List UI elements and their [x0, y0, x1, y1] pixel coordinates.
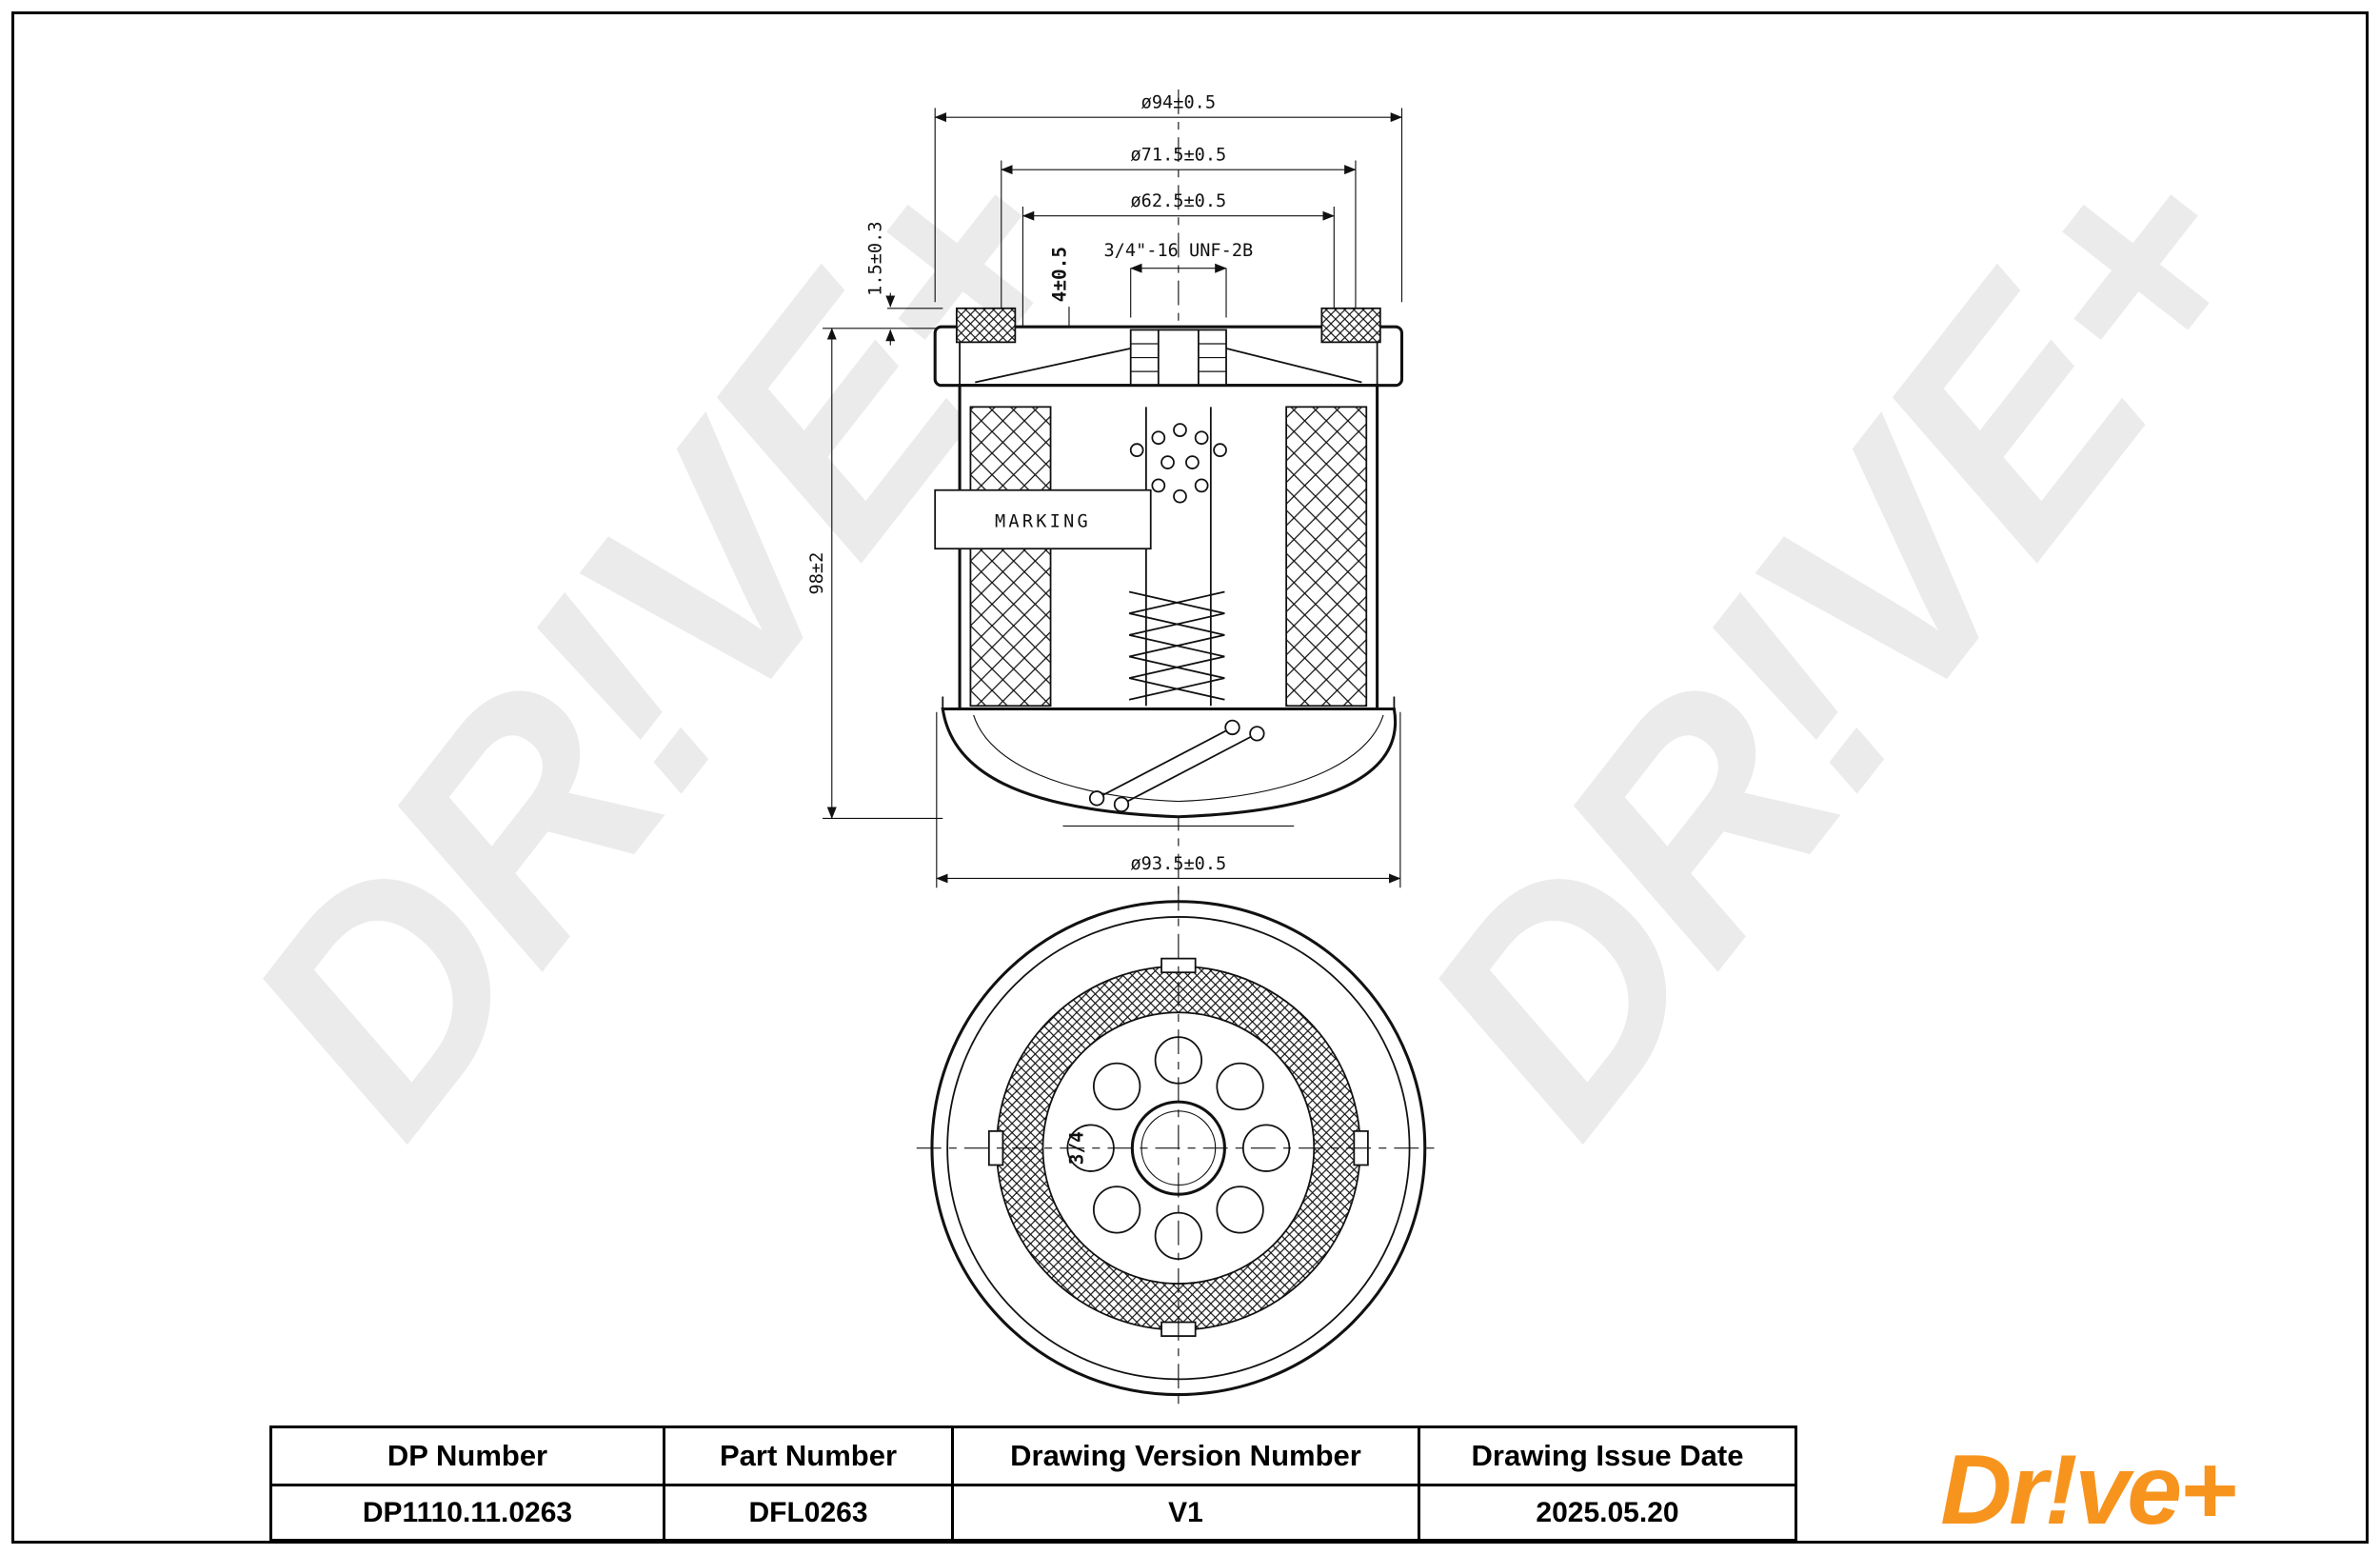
tube-perforations [1129, 423, 1227, 504]
marking-box [934, 488, 1152, 550]
filter-element-left [969, 406, 1052, 708]
gasket-right [1320, 307, 1381, 344]
brand-logo: Dr!ve+ [1940, 1435, 2237, 1545]
title-block: DP Number Part Number Drawing Version Nu… [269, 1425, 1797, 1542]
bottom-view-crosshair [916, 886, 1440, 1410]
header-dp-number: DP Number [269, 1425, 665, 1487]
dim-cap-mid: ø71.5±0.5 [1130, 145, 1226, 165]
bottom-view: 3/4 [916, 886, 1440, 1410]
filter-element-right [1285, 406, 1368, 708]
thread-bore [1157, 329, 1200, 387]
gasket-left [955, 307, 1017, 344]
header-issue-date: Drawing Issue Date [1418, 1425, 1797, 1487]
bottom-dome-inner [973, 714, 1384, 803]
cross-section-view: ø94±0.5 ø71.5±0.5 ø62.5±0.5 3/4"-16 UNF-… [807, 90, 1404, 916]
extension-lines [823, 108, 1403, 888]
value-dp-number: DP1110.11.0263 [269, 1484, 665, 1542]
dim-gasket-height: 1.5±0.3 [866, 221, 886, 295]
header-part-number: Part Number [663, 1425, 954, 1487]
value-drawing-version: V1 [951, 1484, 1420, 1542]
marking-label: MARKING [995, 512, 1091, 532]
title-block-value-row: DP1110.11.0263 DFL0263 V1 2025.05.20 [269, 1484, 1797, 1542]
dim-body-height: 98±2 [807, 552, 827, 595]
title-block-header-row: DP Number Part Number Drawing Version Nu… [269, 1425, 1797, 1487]
dim-thread-spec: 3/4"-16 UNF-2B [1103, 241, 1253, 261]
spring-coil [1128, 590, 1225, 701]
dim-thread-depth: 4±0.5 [1049, 247, 1071, 302]
bottom-flange-edges [942, 696, 1396, 709]
leaf-spring [1088, 719, 1265, 812]
value-issue-date: 2025.05.20 [1418, 1484, 1797, 1542]
dim-body-diameter: ø93.5±0.5 [1130, 854, 1226, 874]
cover-profile [975, 347, 1362, 384]
bottom-dome [941, 707, 1398, 819]
value-part-number: DFL0263 [663, 1484, 954, 1542]
dim-cap-inner: ø62.5±0.5 [1130, 191, 1226, 211]
header-drawing-version: Drawing Version Number [951, 1425, 1420, 1487]
dim-cap-outer: ø94±0.5 [1141, 92, 1216, 112]
center-tube [1144, 407, 1212, 707]
